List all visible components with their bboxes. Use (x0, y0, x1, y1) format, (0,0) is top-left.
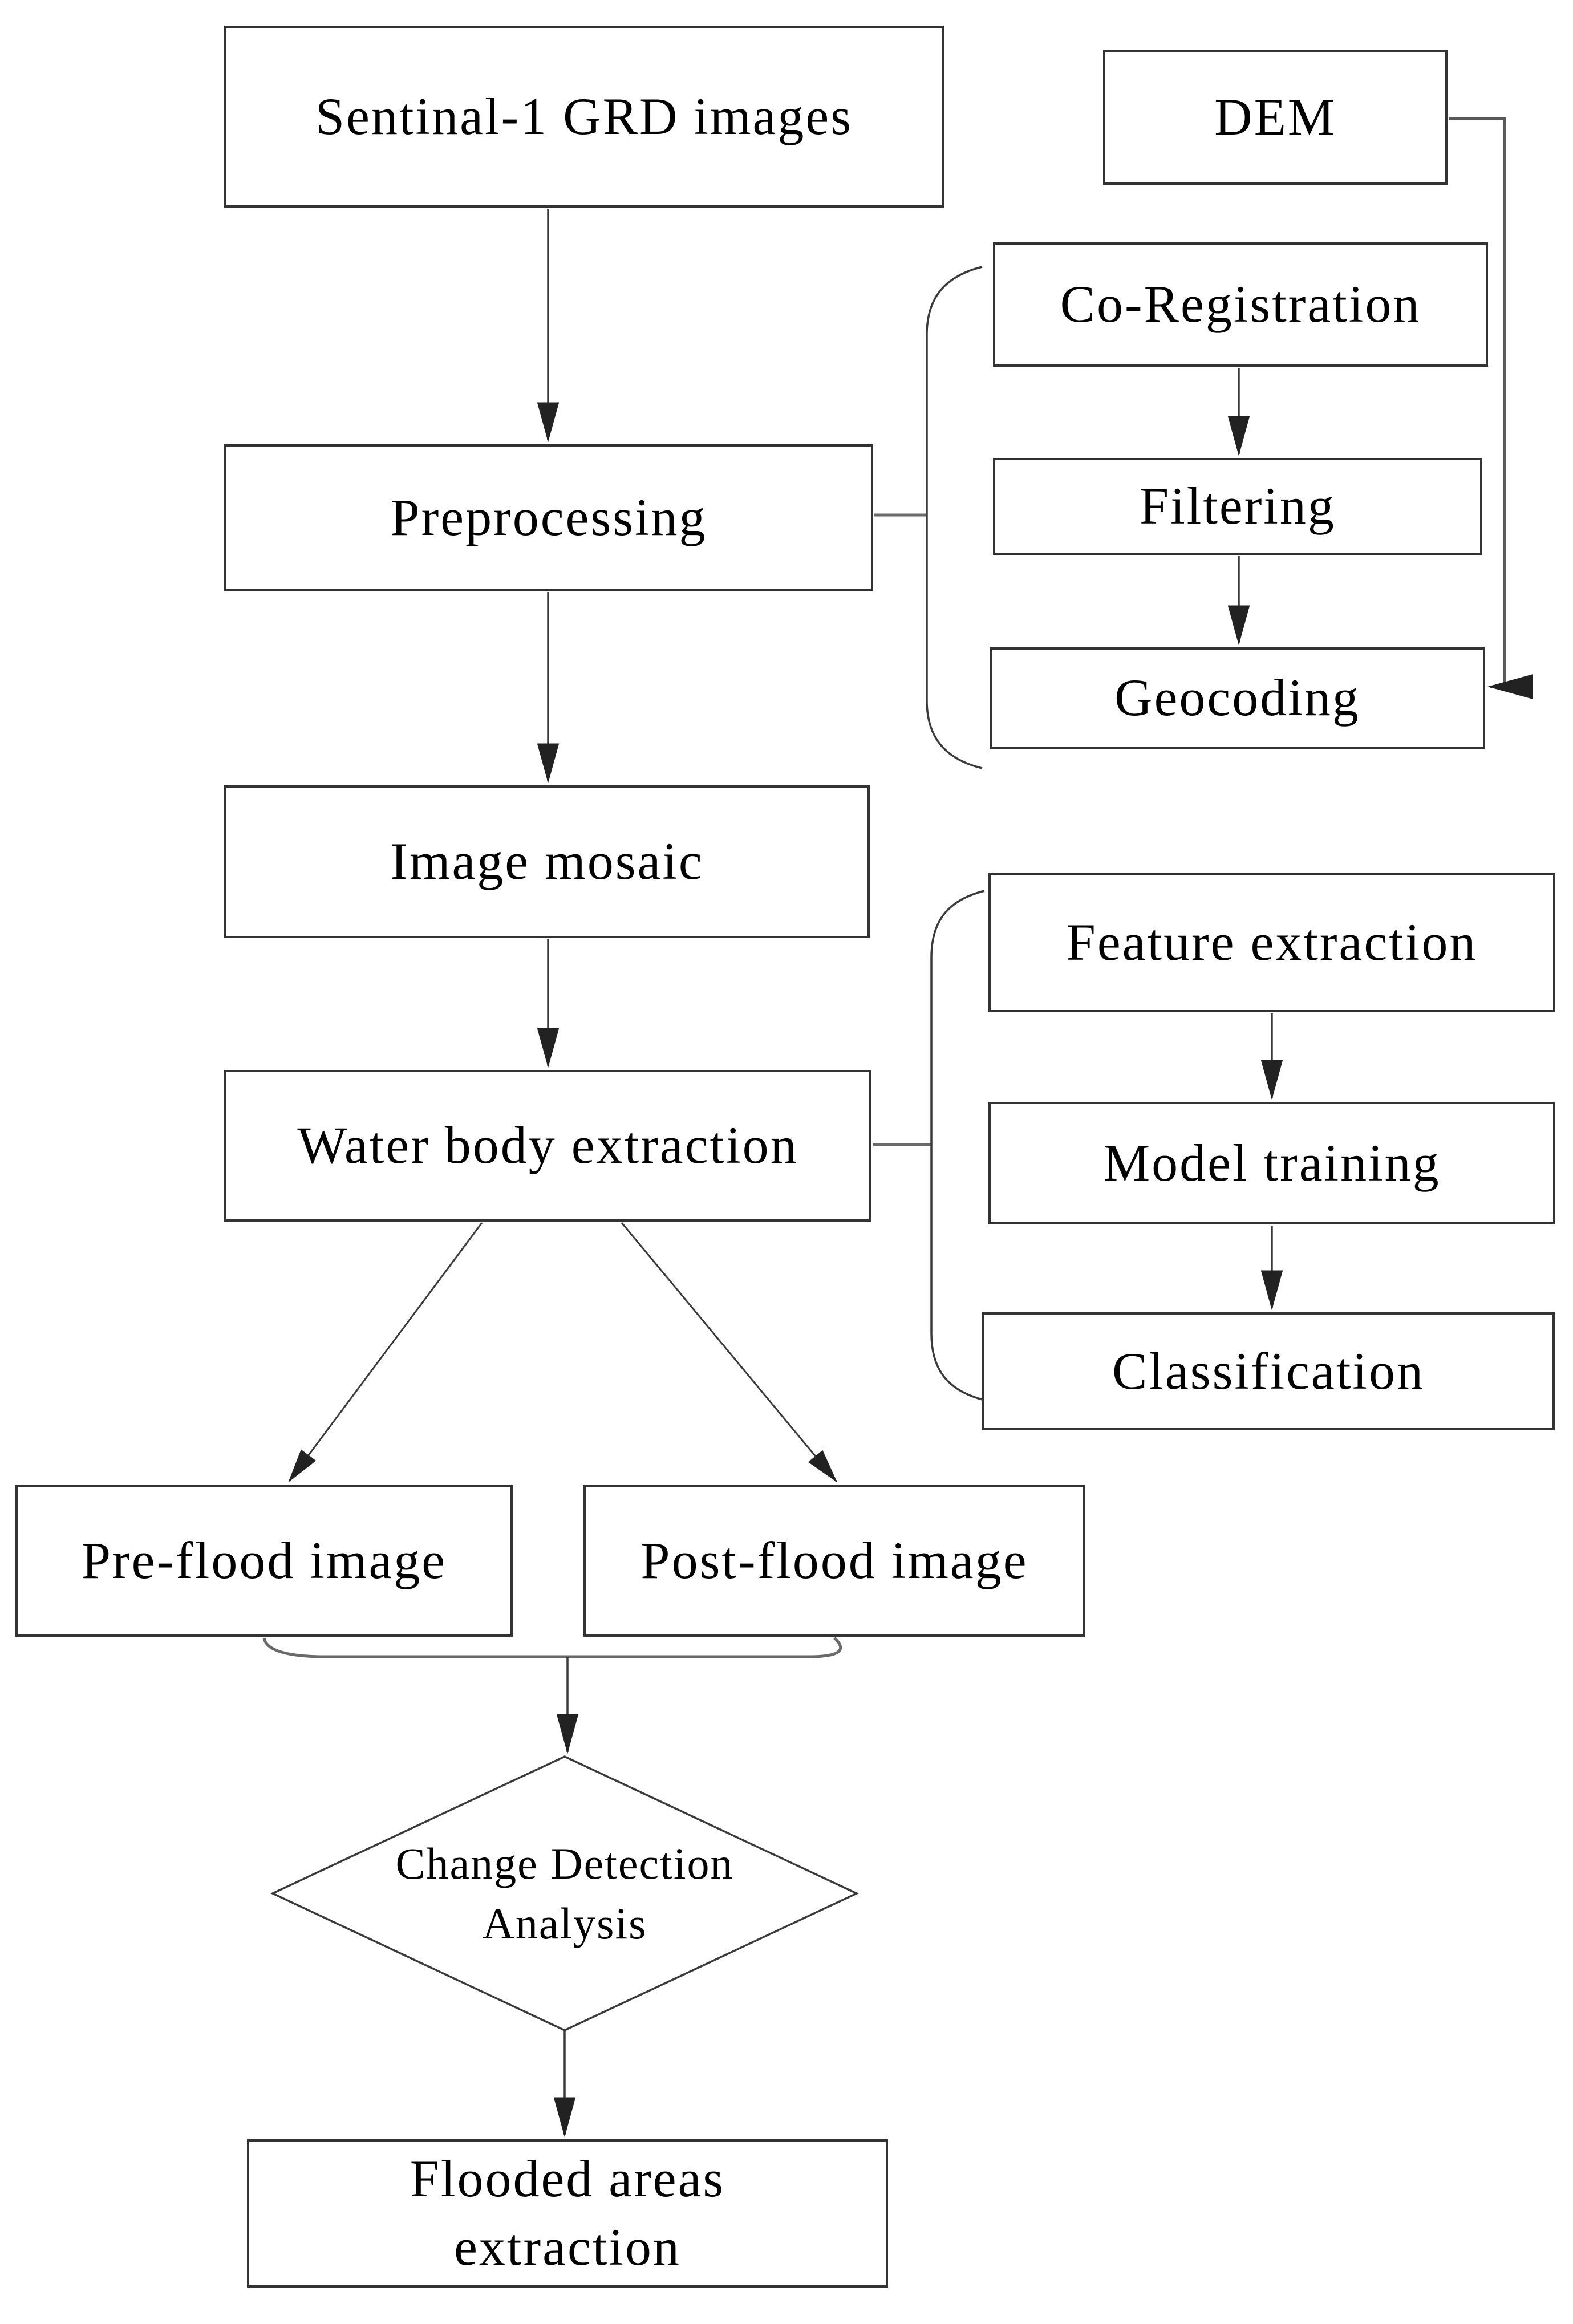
node-dem: DEM (1103, 50, 1448, 185)
arrow-water-to-postflood (621, 1222, 837, 1483)
node-flooded-areas-extraction: Flooded areas extraction (247, 2139, 888, 2288)
node-label: Model training (1103, 1133, 1441, 1192)
arrow-water-to-preflood (288, 1222, 483, 1483)
node-water-body-extraction: Water body extraction (224, 1070, 871, 1222)
node-filtering: Filtering (993, 458, 1482, 555)
node-label: Pre-flood image (81, 1531, 447, 1590)
bracket-preprocessing-group (926, 266, 983, 769)
arrow-dem-to-geocoding (1449, 117, 1533, 699)
node-geocoding: Geocoding (990, 647, 1485, 749)
node-label: DEM (1214, 88, 1336, 147)
node-co-registration: Co-Registration (993, 242, 1488, 367)
node-label-line2: extraction (454, 2218, 681, 2276)
node-label: Geocoding (1114, 668, 1360, 727)
node-pre-flood-image: Pre-flood image (15, 1485, 513, 1637)
merge-curve-preflood-postflood (262, 1637, 842, 1658)
node-feature-extraction: Feature extraction (988, 873, 1555, 1012)
node-change-detection-analysis: Change Detection Analysis (279, 1814, 850, 1973)
node-sentinel-1-grd-images: Sentinal-1 GRD images (224, 26, 944, 208)
bracket-water-group (930, 890, 985, 1401)
node-preprocessing: Preprocessing (224, 444, 873, 591)
node-label: Water body extraction (297, 1116, 798, 1175)
node-post-flood-image: Post-flood image (583, 1485, 1085, 1637)
node-classification: Classification (982, 1312, 1555, 1430)
node-label: Image mosaic (390, 832, 704, 891)
node-label: Filtering (1140, 477, 1336, 536)
node-label: Preprocessing (390, 488, 707, 546)
node-label-line2: Analysis (482, 1899, 647, 1948)
node-label-line1: Change Detection (395, 1838, 734, 1888)
decision-diamond (270, 1755, 860, 2031)
node-label: Co-Registration (1060, 275, 1421, 334)
node-label-line1: Flooded areas (410, 2149, 725, 2208)
node-label: Sentinal-1 GRD images (315, 87, 853, 145)
node-label: Post-flood image (640, 1531, 1028, 1590)
node-label: Classification (1112, 1341, 1425, 1400)
node-image-mosaic: Image mosaic (224, 785, 870, 938)
node-label: Feature extraction (1066, 913, 1478, 972)
node-model-training: Model training (988, 1102, 1555, 1224)
